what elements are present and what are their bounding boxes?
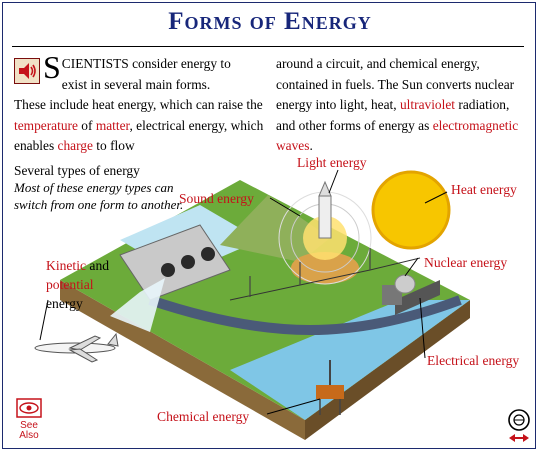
river [148,295,462,336]
label-sound-energy[interactable]: Sound energy [179,191,254,206]
rocket-nose [318,180,332,197]
power-station [395,280,440,315]
intro-text-right: around a circuit, and chemical energy, c… [276,54,528,157]
see-also-button[interactable]: See Also [14,398,44,441]
sun [371,170,451,250]
intro-text: These include heat energy, which can rai… [14,97,263,112]
intro-text: radiation, and other forms of energy as [276,97,510,133]
page-title: Forms of Energy [168,8,372,35]
see-also-line1: See [20,420,38,431]
intro-text: , electrical energy, which enables [14,117,264,154]
navigation-icon [508,409,530,442]
intro-text: to flow [92,138,135,153]
label-kinetic-potential: Kinetic and potential energy [46,256,109,313]
airplane [34,332,119,363]
rocket [318,195,332,239]
label-chemical-energy[interactable]: Chemical energy [157,409,250,424]
label-potential[interactable]: potential [46,277,94,292]
label-electrical-energy[interactable]: Electrical energy [427,353,520,368]
navigation-control[interactable] [506,408,532,444]
title-divider [12,46,524,47]
link-matter[interactable]: matter [95,117,130,133]
speaker-icon [19,63,36,79]
dam-outlet [161,263,175,277]
leader-lines [39,169,448,415]
intro-text: of [77,117,96,133]
window-frame [2,2,536,449]
intro-text: . [309,138,313,153]
intro-text: consider energy to [128,56,231,71]
water-spray [110,278,165,332]
label-light-energy[interactable]: Light energy [297,155,367,170]
hill [220,195,330,262]
label-and: and [86,258,110,273]
eye-icon [16,398,42,418]
link-temperature[interactable]: temperature [14,117,78,133]
dam-outlet [201,247,215,261]
label-heat-energy[interactable]: Heat energy [451,182,517,197]
intro-text: around a circuit, and chemical energy, c… [276,56,515,112]
audio-speaker-button[interactable] [14,58,40,84]
power-line [229,257,421,301]
sea [230,300,470,420]
label-energy-word: energy [46,296,83,311]
intro-text: exist in several main forms. [61,76,211,92]
pylons [249,248,371,297]
drop-cap: S [43,49,61,85]
reactor-dome [394,274,416,294]
see-also-line2: Also [19,430,39,441]
label-nuclear-energy[interactable]: Nuclear energy [424,255,508,270]
dam-outlet [181,255,195,269]
label-kinetic[interactable]: Kinetic [46,258,87,273]
oil-rig [316,385,344,399]
link-electromagnetic-waves[interactable]: electromagnetic waves [276,117,519,154]
link-ultraviolet[interactable]: ultraviolet [399,97,456,112]
ground-side-right [305,300,470,440]
link-charge[interactable]: charge [57,138,93,153]
types-heading: Several types of energy [14,163,140,178]
types-caption: Several types of energy Most of these en… [14,162,184,213]
types-note: Most of these energy types can switch fr… [14,180,184,212]
first-word: CIENTISTS [61,56,129,71]
dam [119,224,231,301]
